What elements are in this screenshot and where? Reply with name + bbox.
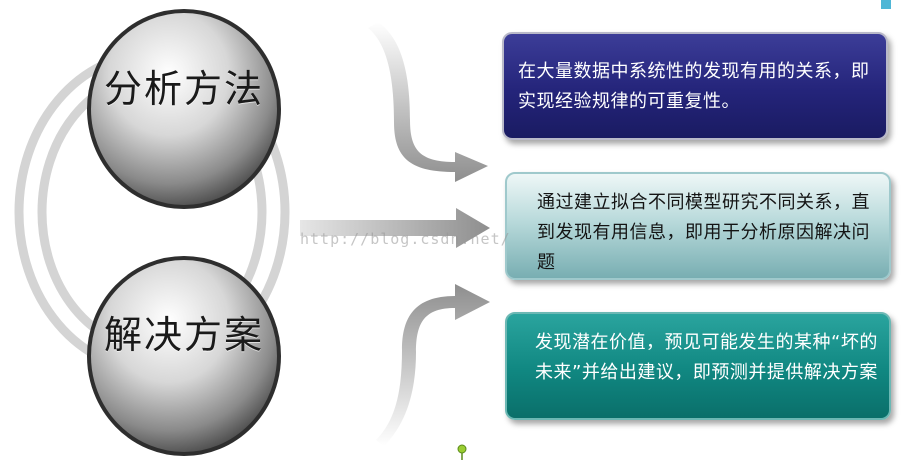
pin-icon [457,444,467,460]
text-box-1-text: 在大量数据中系统性的发现有用的关系，即实现经验规律的可重复性。 [518,61,870,112]
text-box-3-text: 发现潜在价值，预见可能发生的某种“坏的未来”并给出建议，即预测并提供解决方案 [535,332,878,383]
sphere-bottom [87,256,281,456]
text-box-1: 在大量数据中系统性的发现有用的关系，即实现经验规律的可重复性。 [502,32,888,140]
arrow-bottom [376,284,490,446]
analysis-method-label: 分析方法 [103,67,264,111]
corner-marker [881,0,891,9]
sphere-top [87,9,281,209]
text-box-2-text: 通过建立拟合不同模型研究不同关系，直到发现有用信息，即用于分析原因解决问题 [537,192,870,273]
solution-label: 解决方案 [103,313,264,357]
arrow-top [368,22,488,182]
arrow-middle [300,208,490,248]
text-box-2: 通过建立拟合不同模型研究不同关系，直到发现有用信息，即用于分析原因解决问题 [505,172,891,280]
text-box-3: 发现潜在价值，预见可能发生的某种“坏的未来”并给出建议，即预测并提供解决方案 [505,312,891,420]
watermark: http://blog.csdn.net/ [300,230,511,248]
